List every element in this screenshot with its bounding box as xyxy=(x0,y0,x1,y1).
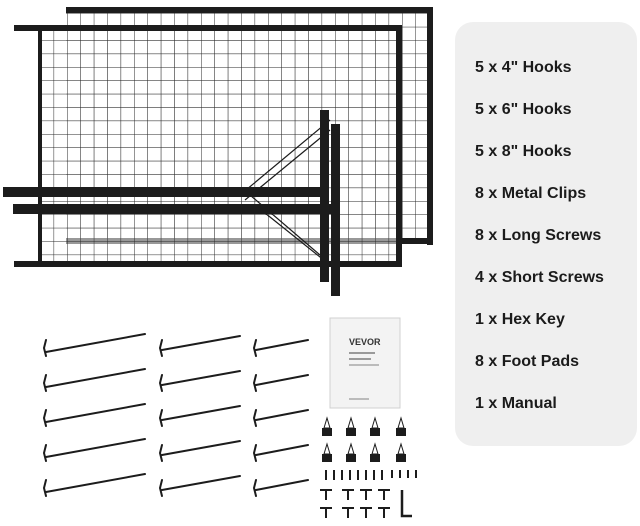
parts-list-panel: 5 x 4" Hooks 5 x 6" Hooks 5 x 8" Hooks 8… xyxy=(455,22,637,446)
parts-list-item: 8 x Long Screws xyxy=(475,227,602,244)
parts-list-item: 5 x 8" Hooks xyxy=(475,143,572,160)
wire-hooks xyxy=(42,333,309,497)
front-grid-panel xyxy=(14,25,402,267)
parts-list-item: 4 x Short Screws xyxy=(475,269,604,286)
manual-brand-text: VEVOR xyxy=(349,337,381,347)
product-photo: VEVOR xyxy=(3,7,433,518)
hex-key xyxy=(400,490,412,518)
foot-pads xyxy=(320,489,390,518)
screws xyxy=(325,470,417,480)
parts-list-item: 1 x Manual xyxy=(475,395,557,412)
parts-list-item: 5 x 6" Hooks xyxy=(475,101,572,118)
manual-booklet: VEVOR xyxy=(329,317,401,409)
parts-list-item: 1 x Hex Key xyxy=(475,311,565,328)
metal-clips xyxy=(322,416,406,462)
parts-list-item: 5 x 4" Hooks xyxy=(475,59,572,76)
parts-list-item: 8 x Foot Pads xyxy=(475,353,580,370)
stand-legs xyxy=(3,110,340,296)
parts-list-item: 8 x Metal Clips xyxy=(475,185,587,202)
